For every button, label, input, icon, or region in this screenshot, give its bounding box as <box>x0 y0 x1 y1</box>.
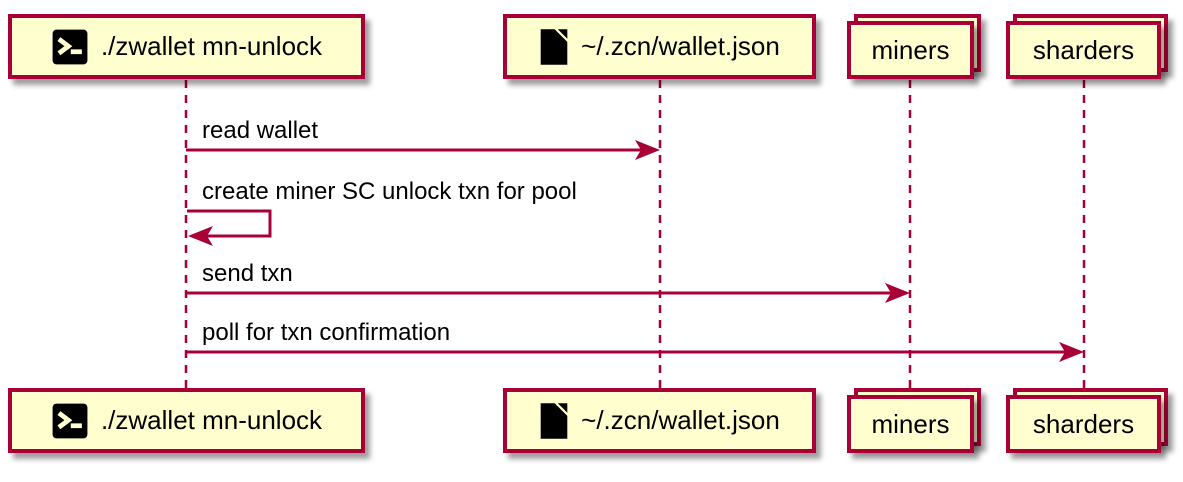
arrow-poll-confirmation <box>186 342 1084 362</box>
participant-wallet-json-top: ~/.zcn/wallet.json <box>503 14 816 79</box>
message-label-create-txn: create miner SC unlock txn for pool <box>202 178 577 205</box>
participant-label: sharders <box>1032 408 1135 439</box>
collection-front-box: sharders <box>1006 395 1161 453</box>
collection-front-box: miners <box>847 395 974 453</box>
participant-label: miners <box>871 34 950 65</box>
message-label-send-txn: send txn <box>202 260 293 287</box>
participant-label: ~/.zcn/wallet.json <box>581 405 780 435</box>
participant-label: miners <box>871 408 950 439</box>
participant-label: ./zwallet mn-unlock <box>100 405 323 435</box>
collection-front-box: sharders <box>1006 21 1161 79</box>
message-label-read-wallet: read wallet <box>202 117 319 144</box>
message-label-poll-confirmation: poll for txn confirmation <box>202 319 451 346</box>
arrow-self-create-txn <box>187 209 272 246</box>
arrow-send-txn <box>186 283 910 303</box>
participant-label: ~/.zcn/wallet.json <box>581 31 780 61</box>
participant-zwallet-bottom: ./zwallet mn-unlock <box>8 388 365 453</box>
participant-wallet-json-bottom: ~/.zcn/wallet.json <box>503 388 816 453</box>
participant-label: sharders <box>1032 34 1135 65</box>
terminal-icon <box>51 28 89 66</box>
collection-front-box: miners <box>847 21 974 79</box>
file-icon <box>539 28 569 66</box>
participant-label: ./zwallet mn-unlock <box>100 31 323 61</box>
file-icon <box>539 402 569 440</box>
arrow-read-wallet <box>186 140 660 160</box>
terminal-icon <box>51 402 89 440</box>
participant-zwallet-top: ./zwallet mn-unlock <box>8 14 365 79</box>
